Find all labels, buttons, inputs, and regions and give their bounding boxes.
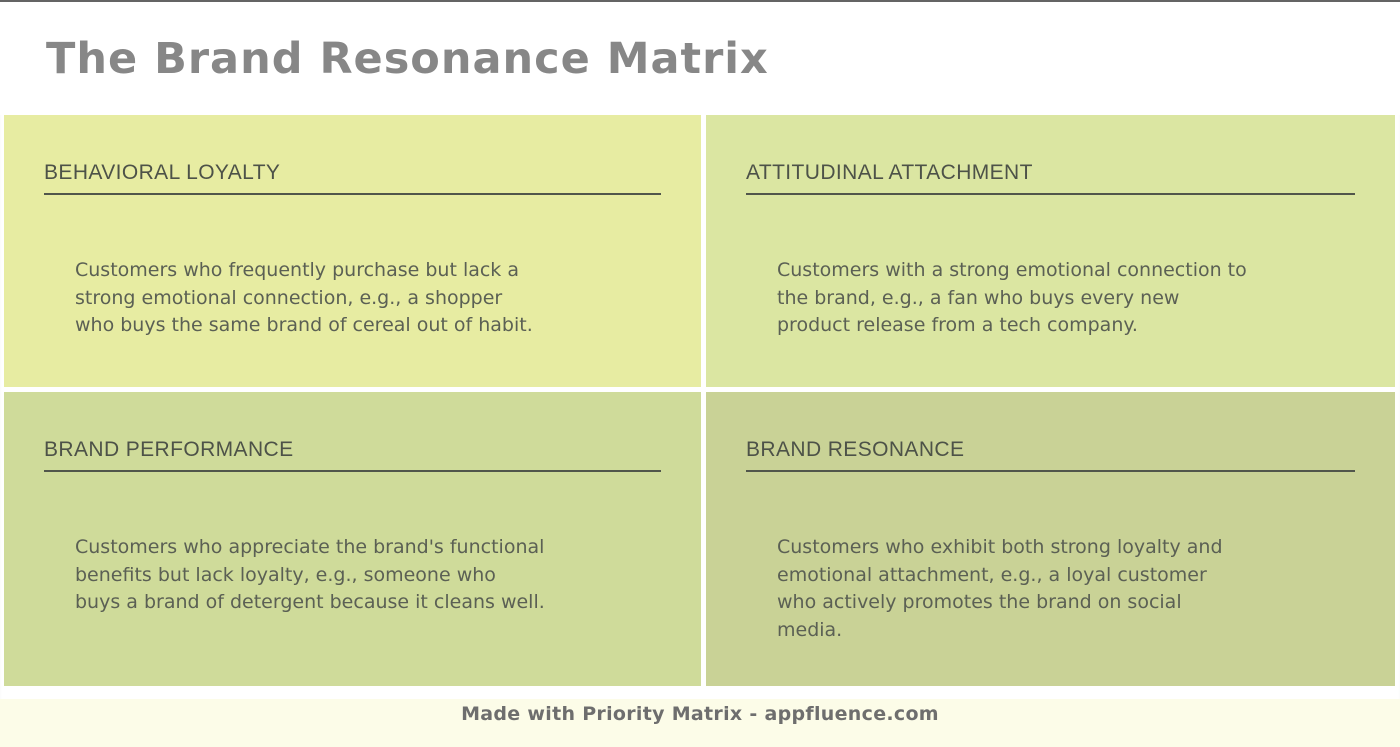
description-line: Customers with a strong emotional connec… xyxy=(777,259,1247,281)
quadrant-attitudinal-attachment: ATTITUDINAL ATTACHMENT Customers with a … xyxy=(706,115,1395,387)
description-line: buys a brand of detergent because it cle… xyxy=(75,591,545,613)
quadrant-title-underline xyxy=(44,193,661,195)
quadrant-title: BRAND RESONANCE xyxy=(746,438,965,461)
description-line: who actively promotes the brand on socia… xyxy=(777,591,1182,613)
page-title: The Brand Resonance Matrix xyxy=(46,33,769,84)
quadrant-brand-performance: BRAND PERFORMANCE Customers who apprecia… xyxy=(4,392,701,686)
quadrant-description: Customers who frequently purchase but la… xyxy=(75,257,661,340)
quadrant-title-underline xyxy=(746,470,1355,472)
quadrant-brand-resonance: BRAND RESONANCE Customers who exhibit bo… xyxy=(706,392,1395,686)
quadrant-title: ATTITUDINAL ATTACHMENT xyxy=(746,161,1033,184)
quadrant-behavioral-loyalty: BEHAVIORAL LOYALTY Customers who frequen… xyxy=(4,115,701,387)
description-line: who buys the same brand of cereal out of… xyxy=(75,314,533,336)
quadrant-description: Customers who exhibit both strong loyalt… xyxy=(777,534,1355,644)
quadrant-title: BEHAVIORAL LOYALTY xyxy=(44,161,281,184)
description-line: Customers who frequently purchase but la… xyxy=(75,259,519,281)
description-line: product release from a tech company. xyxy=(777,314,1138,336)
description-line: the brand, e.g., a fan who buys every ne… xyxy=(777,286,1180,309)
quadrant-grid: BEHAVIORAL LOYALTY Customers who frequen… xyxy=(4,115,1395,686)
quadrant-title-underline xyxy=(44,470,661,472)
page-header: The Brand Resonance Matrix xyxy=(0,2,1400,115)
quadrant-description: Customers who appreciate the brand's fun… xyxy=(75,534,661,617)
description-line: strong emotional connection, e.g., a sho… xyxy=(75,286,503,309)
quadrant-description: Customers with a strong emotional connec… xyxy=(777,257,1355,340)
description-line: benefits but lack loyalty, e.g., someone… xyxy=(75,563,496,586)
description-line: Customers who exhibit both strong loyalt… xyxy=(777,536,1223,558)
footer-attribution: Made with Priority Matrix - appfluence.c… xyxy=(461,703,939,725)
quadrant-title-underline xyxy=(746,193,1355,195)
quadrant-title: BRAND PERFORMANCE xyxy=(44,438,294,461)
description-line: emotional attachment, e.g., a loyal cust… xyxy=(777,563,1207,586)
description-line: media. xyxy=(777,618,843,641)
description-line: Customers who appreciate the brand's fun… xyxy=(75,536,545,558)
page-footer: Made with Priority Matrix - appfluence.c… xyxy=(0,699,1400,747)
